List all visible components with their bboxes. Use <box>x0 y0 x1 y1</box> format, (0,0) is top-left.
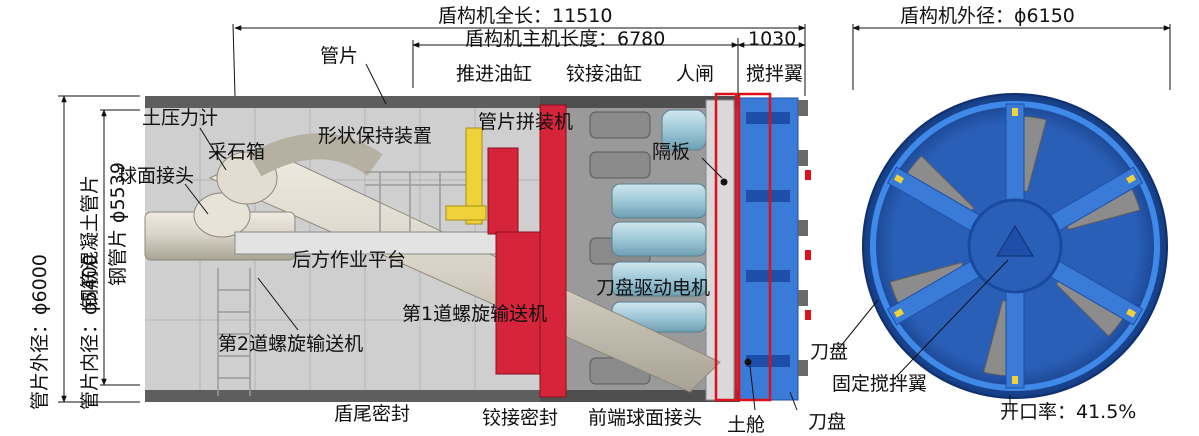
thrust-cylinder-label: 推进油缸 <box>456 63 532 85</box>
segment-inner-diameter-label: 管片内径：ϕ5400 <box>79 254 101 410</box>
labels: 盾构机全长：11510 盾构机主机长度：6780 1030 盾构机外径：ϕ615… <box>29 5 1136 436</box>
rear-platform-label: 后方作业平台 <box>292 249 406 271</box>
soil-chamber-highlight <box>714 92 738 402</box>
main-length-label: 盾构机主机长度：6780 <box>465 28 665 50</box>
leader-lines <box>184 63 1011 411</box>
erector-ring <box>539 104 567 398</box>
cutter-bit-marker <box>1126 174 1137 184</box>
cutter-bit-marker <box>893 308 904 318</box>
articulation-seal-label: 铰接密封 <box>482 407 558 429</box>
ball-joint-label: 球面接头 <box>118 165 194 187</box>
cutter-motor-label: 刀盘驱动电机 <box>596 277 710 299</box>
shape-keeper-label: 形状保持装置 <box>318 125 432 147</box>
bulkhead-plate <box>705 99 735 401</box>
machine-section <box>144 92 811 402</box>
shield-bottom-band <box>540 390 740 402</box>
platform-railing <box>217 171 470 396</box>
cutterhead-side <box>737 97 799 401</box>
rc-segment-label: 钢筋混凝土管片 <box>79 175 101 308</box>
erector-arm <box>495 231 549 375</box>
steel-segment-label: 钢管片 ϕ5539 <box>107 162 129 286</box>
front-ball-joint-label: 前端球面接头 <box>588 407 702 429</box>
shape-keeper-base <box>445 205 487 221</box>
segment-label: 管片 <box>320 45 358 67</box>
cutterhead-highlight <box>737 92 772 402</box>
segment-erector <box>487 147 519 235</box>
cutter-drive-motors <box>611 183 707 333</box>
soil-chamber-label: 土舱 <box>727 414 765 436</box>
flexible-pipe <box>248 133 383 177</box>
articulation-cylinder-label: 铰接油缸 <box>566 63 642 85</box>
opening-ratio-label: 开口率：41.5% <box>1000 401 1136 423</box>
mixing-wing-bars <box>746 112 790 367</box>
cutterhead-front-view <box>862 93 1168 399</box>
marker-dot-lower <box>744 358 752 366</box>
screw-conveyor-2-label: 第2道螺旋输送机 <box>218 333 363 355</box>
dimension-lines <box>58 23 1171 403</box>
tail-seal-label: 盾尾密封 <box>334 403 410 425</box>
cutter-bits-side <box>798 100 808 376</box>
segment-outer-diameter-label: 管片外径：ϕ6000 <box>29 254 51 410</box>
cutter-bit-marker <box>1012 376 1018 384</box>
cutterhead-bottom-label: 刀盘 <box>808 411 846 433</box>
cutter-bit-marker <box>893 174 904 184</box>
cutter-bit-marker <box>1126 308 1137 318</box>
segment-lining-bottom <box>145 390 545 402</box>
center-hub <box>996 225 1034 257</box>
shape-keeper-device <box>465 127 483 225</box>
erector-label: 管片拼装机 <box>478 111 573 133</box>
stone-box-label: 采石箱 <box>208 141 265 163</box>
mixing-wing-label: 搅拌翼 <box>746 63 803 85</box>
bulkhead-label: 隔板 <box>652 141 690 163</box>
cutter-bit-marker <box>1012 108 1018 116</box>
screw-conveyor-1-label: 第1道螺旋输送机 <box>402 303 547 325</box>
side-red-studs <box>805 170 811 320</box>
shield-top-band <box>540 96 740 108</box>
total-length-label: 盾构机全长：11510 <box>438 5 612 27</box>
fixed-mixing-wing-label: 固定搅拌翼 <box>832 373 927 395</box>
marker-dot-upper <box>720 178 728 186</box>
airlock-label: 人闸 <box>676 63 714 85</box>
end-length-label: 1030 <box>748 28 796 50</box>
earth-pressure-gauge-label: 土压力计 <box>142 107 218 129</box>
outer-diameter-label: 盾构机外径：ϕ6150 <box>900 5 1075 27</box>
cutterhead-right-label: 刀盘 <box>810 341 848 363</box>
segment-lining-top <box>145 96 545 108</box>
